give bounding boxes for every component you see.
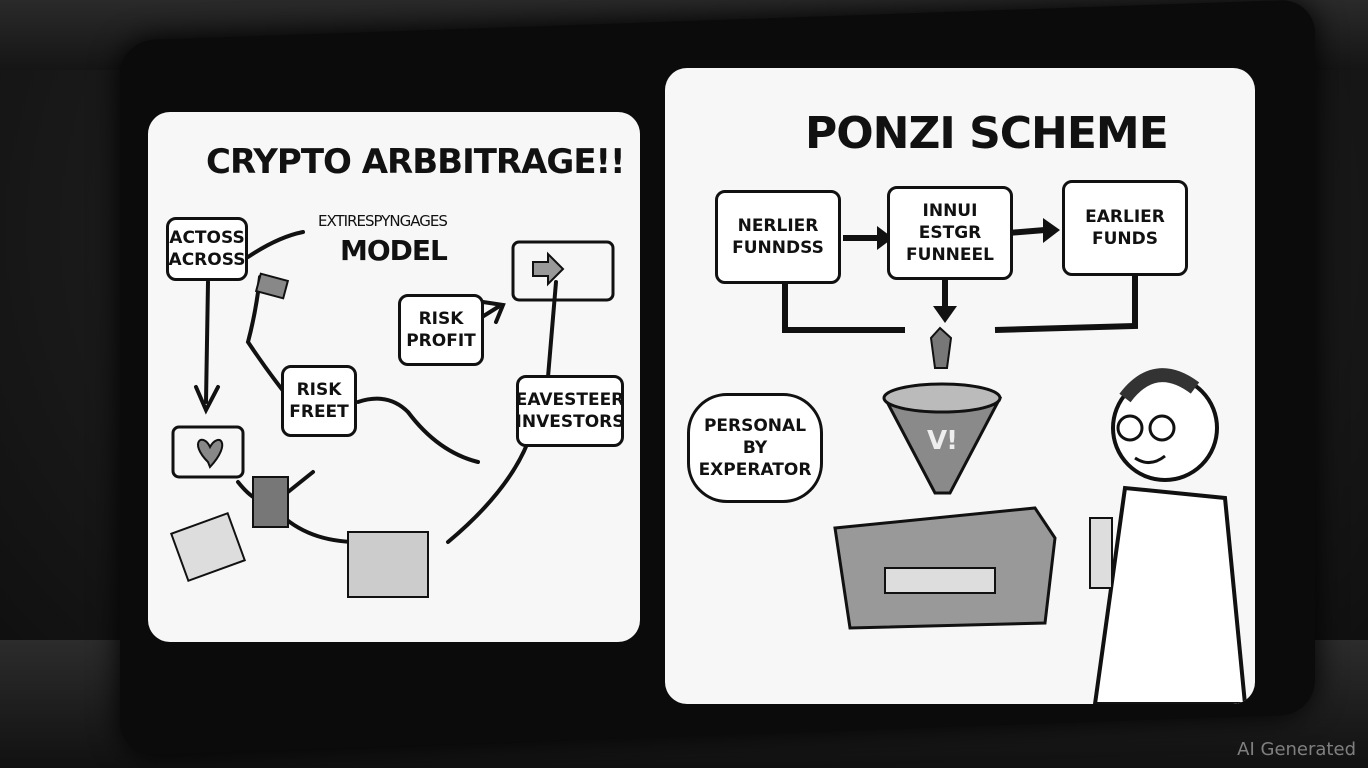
- box-text: EARLIER: [1085, 207, 1165, 227]
- ponzi-diagram-lines: [782, 218, 1248, 704]
- model-label: MODEL: [340, 234, 448, 267]
- wallet-icon: [254, 272, 290, 300]
- watermark: AI Generated: [1237, 739, 1356, 760]
- bubble-text: EXPERATOR: [698, 460, 812, 480]
- bubble-text: PERSONAL: [703, 416, 807, 436]
- ponzi-scheme-panel: PONZI SCHEME NERLIER FUNNDSS INNUI ESTGR…: [665, 68, 1255, 704]
- gem-icon: [929, 326, 953, 369]
- box-text: ACROSS: [168, 250, 246, 270]
- box-text: INVESTORS: [515, 412, 625, 432]
- panel-title: PONZI SCHEME: [805, 108, 1169, 159]
- box-text: FUNNEEL: [906, 245, 994, 265]
- arbitrage-diagram-lines: [169, 230, 615, 598]
- cash-register-icon: [169, 511, 247, 583]
- earlier-funds-box: EARLIER FUNDS: [1062, 180, 1188, 276]
- box-text: ACTOSS: [169, 228, 245, 248]
- box-text: RISK: [418, 309, 464, 329]
- speech-bubble: PERSONAL BY EXPERATOR: [687, 393, 823, 503]
- box-text: EAVESTEER: [515, 390, 625, 410]
- box-text: FUNNDSS: [732, 238, 824, 258]
- box-text: NERLIER: [737, 216, 819, 236]
- stacked-money-icon: [347, 531, 429, 598]
- funnel-mark: V!: [927, 426, 958, 456]
- box-text: FREET: [289, 402, 349, 422]
- investor-funnel-box: INNUI ESTGR FUNNEEL: [887, 186, 1013, 280]
- cash-in-hand-icon: [1089, 517, 1113, 589]
- bubble-text: BY: [742, 438, 768, 458]
- box-text: RISK: [296, 380, 342, 400]
- box-text: INNUI ESTGR: [918, 201, 982, 243]
- device-icon: [252, 476, 289, 528]
- box-text: FUNDS: [1092, 229, 1158, 249]
- crypto-arbitrage-panel: CRYPTO ARBBITRAGE!! EXTIRESPYNGAGES MODE…: [148, 112, 640, 642]
- investors-box: EAVESTEER INVESTORS: [516, 375, 624, 447]
- panel-title: CRYPTO ARBBITRAGE!!: [206, 142, 626, 182]
- heart-icon: [197, 438, 224, 469]
- box-text: PROFIT: [406, 331, 476, 351]
- risk-profit-box: RISK PROFIT: [398, 294, 484, 366]
- across-box: ACTOSS ACROSS: [166, 217, 248, 281]
- man-body: [1092, 485, 1248, 704]
- arrow-right-icon: [532, 251, 565, 287]
- nerlier-funds-box: NERLIER FUNNDSS: [715, 190, 841, 284]
- model-subtitle: EXTIRESPYNGAGES: [318, 212, 448, 230]
- risk-free-box: RISK FREET: [281, 365, 357, 437]
